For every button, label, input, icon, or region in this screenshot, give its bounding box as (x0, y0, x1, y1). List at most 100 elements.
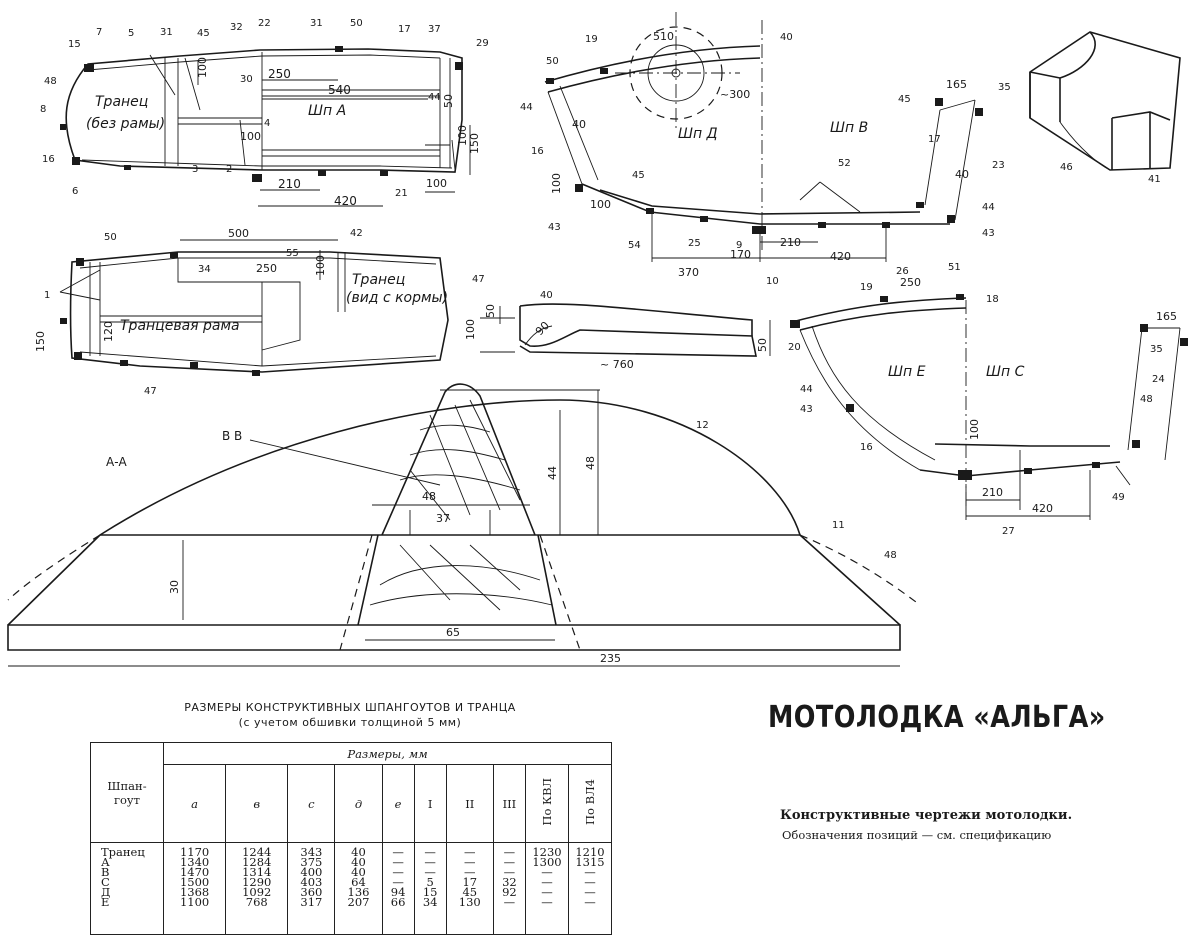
pos-25: 25 (688, 238, 701, 249)
dim-420-c: 420 (1032, 502, 1053, 515)
row-names: Транец А В С Д Е (90, 842, 164, 935)
pos-41: 41 (1148, 174, 1161, 185)
pos-8: 8 (40, 104, 46, 115)
pos-17-b: 17 (928, 134, 941, 145)
pos-45-c: 45 (898, 94, 911, 105)
pos-18: 18 (986, 294, 999, 305)
pos-48-a: 48 (44, 76, 57, 87)
dim-40-a: 40 (572, 118, 586, 131)
pos-12: 12 (696, 420, 709, 431)
stringer-view: 40 50 100 90 ~ 760 50 (464, 290, 771, 371)
pos-42: 42 (350, 228, 363, 239)
pos-23: 23 (992, 160, 1005, 171)
section-bb-label: В В (222, 429, 242, 443)
dim-170: 170 (730, 248, 751, 261)
dim-100-f: 100 (590, 198, 611, 211)
pos-44-c: 44 (800, 384, 813, 395)
values-a: 1170 1340 1470 1500 1368 1100 (162, 842, 227, 935)
dim-165-b: 165 (1156, 310, 1177, 323)
pos-45-b: 45 (632, 170, 645, 181)
pos-31-b: 31 (310, 18, 323, 29)
pos-43-c: 43 (800, 404, 813, 415)
pos-54: 54 (628, 240, 641, 251)
pos-48-c: 48 (884, 550, 897, 561)
dim-510: 510 (653, 30, 674, 43)
dim-50-b: 50 (484, 304, 497, 318)
pos-19-b: 19 (860, 282, 873, 293)
dim-30: 30 (168, 580, 181, 594)
pos-40-b: 40 (540, 290, 553, 301)
dim-100-c: 100 (456, 125, 469, 146)
dim-50-c: 50 (756, 338, 769, 352)
legend-note: Обозначения позиций — см. спецификацию (782, 828, 1052, 842)
pos-30: 30 (240, 74, 253, 85)
frame-e-label: Шп Е (888, 364, 926, 380)
dim-100-a: 100 (196, 57, 209, 78)
dim-44-b: 44 (546, 466, 559, 480)
pos-50-c: 50 (104, 232, 117, 243)
subtitle: Конструктивные чертежи мотолодки. (780, 808, 1073, 823)
pos-10: 10 (766, 276, 779, 287)
pos-32: 32 (230, 22, 243, 33)
pos-55: 55 (286, 248, 299, 259)
frames-d-b-view: 510 ~300 Шп Д Шп В 40 100 100 370 170 21… (520, 12, 1011, 287)
pos-2: 2 (226, 164, 232, 175)
col-c: с (287, 764, 336, 843)
transom-stern-label-1: Транец (352, 272, 405, 288)
dim-210: 210 (278, 177, 301, 191)
pos-5: 5 (128, 28, 134, 39)
dim-250: 250 (268, 67, 291, 81)
values-vl4: 1210 1315 — — — — (568, 842, 612, 935)
dim-100-b: 100 (240, 130, 261, 143)
frame-header: Шпан- гоут (90, 742, 164, 843)
pos-29: 29 (476, 38, 489, 49)
dim-370: 370 (678, 266, 699, 279)
dim-165-a: 165 (946, 78, 967, 91)
dim-100-d: 100 (426, 177, 447, 190)
dim-90: 90 (533, 319, 552, 338)
dim-150-b: 150 (34, 331, 47, 352)
transom-view: Транец (без рамы) Шп А 250 540 210 420 1… (40, 18, 489, 208)
pos-50-a: 50 (350, 18, 363, 29)
pos-43-b: 43 (982, 228, 995, 239)
frame-c-label: Шп С (986, 364, 1025, 380)
frame-a-label: Шп А (308, 103, 346, 119)
col-i: I (413, 764, 447, 843)
dim-37: 37 (436, 512, 450, 525)
dim-48-b: 48 (584, 456, 597, 470)
pos-15: 15 (68, 39, 81, 50)
dim-540: 540 (328, 83, 351, 97)
dim-235: 235 (600, 652, 621, 665)
dim-100-i: 100 (968, 419, 981, 440)
pos-19-a: 19 (585, 34, 598, 45)
page-title: МОТОЛОДКА «АЛЬГА» (768, 700, 1106, 735)
pos-26: 26 (896, 266, 909, 277)
pos-31-a: 31 (160, 27, 173, 38)
table-title: РАЗМЕРЫ КОНСТРУКТИВНЫХ ШПАНГОУТОВ И ТРАН… (90, 700, 610, 730)
transom-stern-label-2: (вид с кормы) (346, 290, 448, 306)
pos-49: 49 (1112, 492, 1125, 503)
pos-24: 24 (1152, 374, 1165, 385)
col-vl4: По ВЛ4 (583, 779, 597, 825)
pos-40-a: 40 (780, 32, 793, 43)
col-e: е (381, 764, 415, 843)
pos-50-b: 50 (546, 56, 559, 67)
pos-17-a: 17 (398, 24, 411, 35)
pos-16-b: 16 (531, 146, 544, 157)
pos-43-a: 43 (548, 222, 561, 233)
dim-48-a: 48 (422, 490, 436, 503)
sizes-header: Размеры, мм (163, 742, 612, 765)
table-title-line2: (с учетом обшивки толщиной 5 мм) (238, 716, 462, 729)
values-ii: — — — 17 45 130 (445, 842, 494, 935)
dim-210-c: 210 (982, 486, 1003, 499)
dim-300: ~300 (720, 88, 750, 101)
dim-100-g: 100 (314, 255, 327, 276)
dim-120: 120 (102, 321, 115, 342)
values-i: — — — 5 15 34 (413, 842, 447, 935)
pos-16-a: 16 (42, 154, 55, 165)
dim-44: 44 (428, 92, 441, 103)
pos-35-b: 35 (1150, 344, 1163, 355)
pos-21: 21 (395, 188, 408, 199)
transom-frame-label: Транцевая рама (120, 318, 240, 334)
pos-11: 11 (832, 520, 845, 531)
